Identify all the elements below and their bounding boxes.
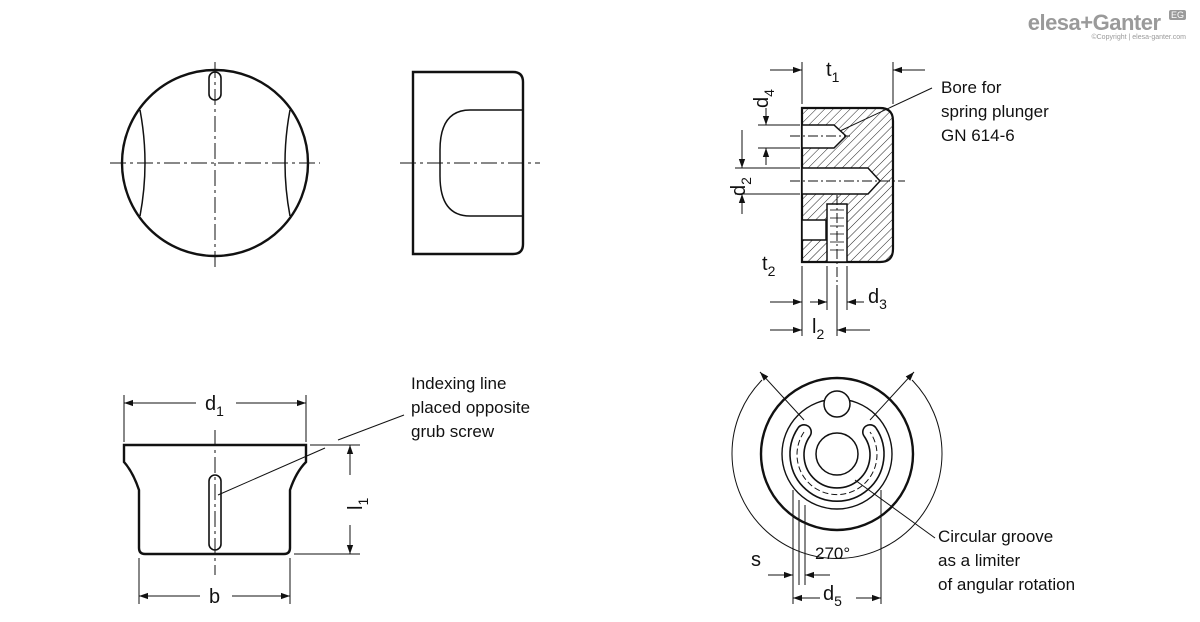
dim-d2: d2 [728,177,754,196]
brand-copyright: ©Copyright | elesa-ganter.com [1091,34,1186,41]
dim-t2: t2 [762,253,776,279]
dim-d1: d1 [205,393,224,419]
dim-b: b [209,586,220,608]
dim-l1: l1 [345,498,371,510]
dim-l2: l2 [812,316,824,342]
dim-d5: d5 [823,583,842,609]
note-bore-line-3: GN 614-6 [941,126,1015,145]
bottom-view [122,395,405,604]
dimension-labels: d1 b l1 t1 d4 d2 t2 d3 l2 s d5 270° [205,59,887,609]
brand-logo-text: elesa+Ganter [1027,10,1161,35]
front-view [110,62,320,268]
brand-logo: elesa+Ganter EG ©Copyright | elesa-gante… [1028,10,1186,41]
note-indexing-line-1: Indexing line [411,374,506,393]
note-indexing-line-2: placed opposite [411,398,530,417]
top-view [731,371,943,604]
note-groove-line-1: Circular groove [938,527,1053,546]
brand-badge: EG [1168,10,1186,20]
annotation-notes: Indexing line placed opposite grub screw… [411,78,1075,594]
note-groove-line-3: of angular rotation [938,575,1075,594]
dim-d3: d3 [868,286,887,312]
section-view [735,62,933,336]
dim-d4: d4 [751,89,777,108]
side-view [400,70,540,256]
note-bore-line-2: spring plunger [941,102,1049,121]
angle-label: 270° [815,544,850,563]
note-indexing-line-3: grub screw [411,422,495,441]
note-bore-line-1: Bore for [941,78,1002,97]
note-groove-line-2: as a limiter [938,551,1021,570]
dim-s: s [751,549,761,571]
dim-t1: t1 [826,59,840,85]
